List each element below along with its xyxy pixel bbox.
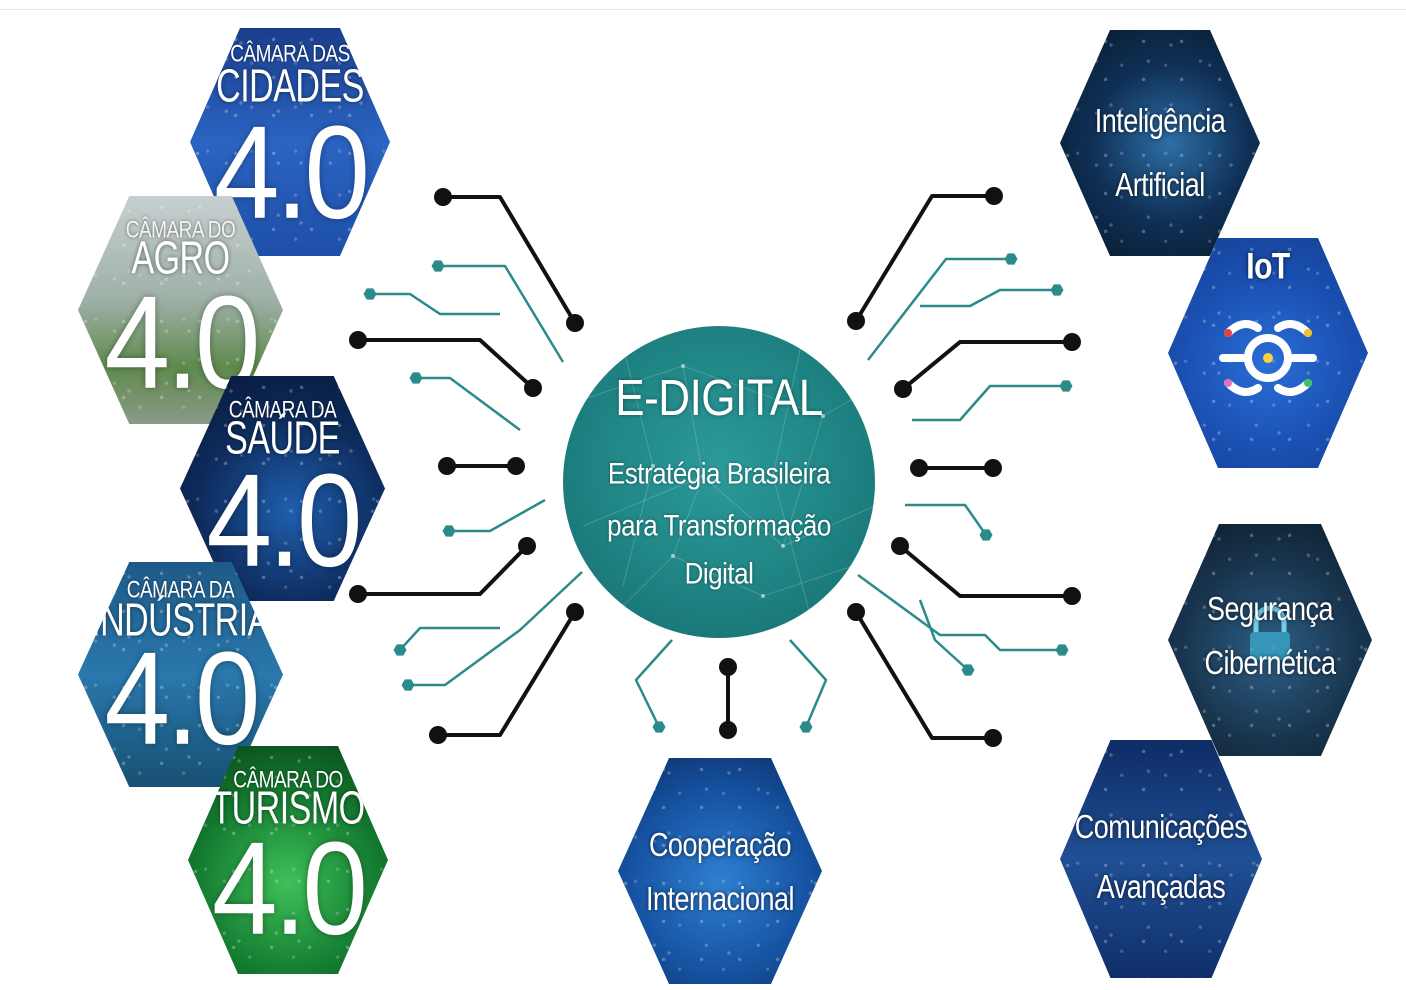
connector-line [399,626,500,651]
connector-node [719,721,737,739]
lock-icon [1250,605,1290,660]
connector-line [918,599,969,671]
camara-cidades-big: CIDADES [216,61,364,113]
hex-seguranca-cibernetica: Segurança Cibernética [1168,524,1372,756]
connector-node [847,603,865,621]
connector-node-teal [1004,253,1018,265]
camara-industria-number: 4.0 [104,625,260,773]
connector-node [894,380,912,398]
top-divider [0,9,1406,10]
camara-turismo-big: TURISMO [211,783,365,835]
connector-node-teal [1050,284,1064,296]
camara-turismo-number: 4.0 [211,815,368,963]
comunicacoes-line1: Comunicações [1074,808,1248,846]
camara-agro-big: AGRO [131,233,230,285]
connector-node-teal [431,260,445,272]
connector-node-teal [363,288,377,300]
connector-node-teal [393,644,407,656]
connector-node [1063,333,1081,351]
connector-node-teal [442,525,456,537]
connector-line [920,288,1057,308]
camara-cidades-small: CÂMARA DAS [230,41,350,68]
connector-line [416,376,521,432]
ia-line1: Inteligência [1094,102,1226,140]
connector-node [910,459,928,477]
connector-line [789,639,828,728]
connector-node [507,457,525,475]
connector-node [524,379,542,397]
iot-network-icon [1219,320,1317,396]
tile-texture [618,758,822,984]
hex-camara-industria: CÂMARA DA INDÚSTRIA 4.0 [78,562,283,787]
connector-node [518,537,536,555]
connector-line [408,571,583,687]
connector-node [349,585,367,603]
center-subtitle-line3: Digital [684,555,754,591]
connector-node-teal [652,721,666,733]
connector-line [857,573,1062,652]
connector-node [847,312,865,330]
network-texture [563,335,875,627]
connector-line [370,292,500,316]
connector-line [912,384,1066,422]
connector-line [854,194,994,323]
connector-node [984,459,1002,477]
connector-node-teal [1055,644,1069,656]
connector-line [438,264,565,363]
center-circle: E-DIGITAL Estratégia Brasileira para Tra… [563,326,875,638]
connector-node-teal [409,372,423,384]
hex-cooperacao-internacional: Cooperação Internacional [618,758,822,984]
connector-line [358,338,535,390]
connector-node-teal [979,529,993,541]
connector-line [898,544,1072,598]
iot-label: IoT [1246,245,1290,287]
connector-node-teal [401,679,415,691]
cooperacao-line1: Cooperação [648,826,792,864]
center-subtitle-line1: Estratégia Brasileira [607,455,831,491]
hex-iot: IoT [1168,238,1368,468]
tile-texture [1060,30,1260,256]
connector-line [358,544,529,596]
connector-node [349,331,367,349]
connector-line [449,498,546,533]
connector-node [891,537,909,555]
seguranca-line1: Segurança [1206,590,1334,628]
cooperacao-line2: Internacional [645,880,795,918]
camara-turismo-small: CÂMARA DO [233,767,343,794]
connector-line [867,257,1011,361]
connector-node [566,603,584,621]
connector-line [443,195,577,325]
camara-agro-small: CÂMARA DO [125,217,236,244]
camara-industria-big: INDÚSTRIA [91,595,270,647]
connector-node [438,457,456,475]
connector-node-teal [799,721,813,733]
connector-line [438,610,577,737]
hex-inteligencia-artificial: Inteligência Artificial [1060,30,1260,256]
connector-node [1063,587,1081,605]
connector-node [984,729,1002,747]
connector-node [566,314,584,332]
camara-industria-small: CÂMARA DA [126,577,235,604]
connector-node [985,187,1003,205]
connector-node [719,658,737,676]
ia-line2: Artificial [1115,166,1205,204]
connector-node-teal [1059,380,1073,392]
connector-line [905,503,988,536]
connector-node-teal [961,664,975,676]
connector-line [634,639,673,728]
connector-node [434,188,452,206]
connector-line [854,610,993,740]
connector-node [429,726,447,744]
camara-saude-big: SAÚDE [225,413,340,465]
seguranca-line2: Cibernética [1204,644,1336,682]
connector-line [901,340,1072,391]
camara-saude-small: CÂMARA DA [228,397,337,424]
comunicacoes-line2: Avançadas [1096,868,1226,906]
center-subtitle-line2: para Transformação [607,507,831,543]
center-title: E-DIGITAL [615,370,823,427]
